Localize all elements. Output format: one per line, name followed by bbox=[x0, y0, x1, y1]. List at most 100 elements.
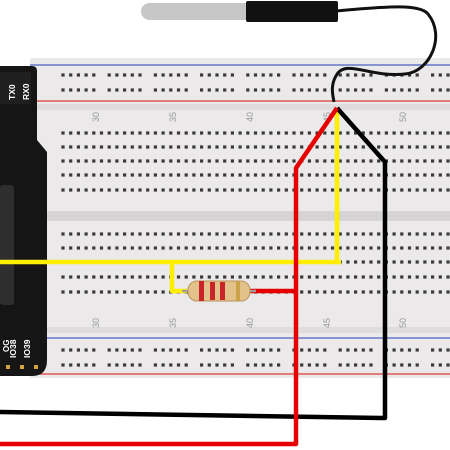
breadboard-hole bbox=[446, 348, 450, 352]
breadboard-hole bbox=[415, 131, 419, 135]
breadboard-hole bbox=[423, 290, 427, 294]
breadboard-hole bbox=[354, 260, 358, 264]
black-wire bbox=[0, 106, 388, 421]
breadboard-hole bbox=[238, 145, 242, 149]
probe-cable bbox=[330, 5, 438, 103]
breadboard-hole bbox=[123, 73, 127, 77]
breadboard-hole bbox=[277, 232, 281, 236]
breadboard-hole bbox=[69, 246, 73, 250]
breadboard-hole bbox=[230, 348, 234, 352]
breadboard-hole bbox=[330, 246, 335, 250]
breadboard-hole bbox=[392, 290, 396, 294]
breadboard-hole bbox=[92, 188, 96, 192]
breadboard-hole bbox=[338, 348, 342, 352]
breadboard-hole bbox=[130, 246, 134, 250]
breadboard-hole bbox=[107, 363, 111, 367]
breadboard-hole bbox=[315, 159, 319, 163]
breadboard-hole bbox=[153, 275, 157, 279]
breadboard-hole bbox=[300, 188, 304, 192]
breadboard-hole bbox=[107, 188, 111, 192]
breadboard-hole bbox=[392, 145, 396, 149]
breadboard-hole bbox=[438, 260, 442, 264]
breadboard-hole bbox=[223, 73, 227, 77]
breadboard-hole bbox=[446, 173, 450, 177]
breadboard-hole bbox=[392, 159, 396, 163]
breadboard-hole bbox=[130, 73, 134, 77]
resistor-band-1 bbox=[199, 281, 204, 301]
breadboard-hole bbox=[323, 145, 327, 149]
resistor-band-2 bbox=[210, 282, 215, 300]
breadboard-hole bbox=[292, 131, 296, 135]
breadboard-hole bbox=[161, 159, 165, 163]
breadboard-hole bbox=[184, 246, 188, 250]
breadboard-hole bbox=[138, 145, 142, 149]
breadboard-hole bbox=[92, 88, 96, 92]
temperature-probe bbox=[141, 1, 438, 103]
breadboard-hole bbox=[431, 159, 435, 163]
breadboard-hole bbox=[107, 275, 111, 279]
breadboard-hole bbox=[230, 145, 234, 149]
breadboard-hole bbox=[323, 232, 327, 236]
breadboard-hole bbox=[115, 173, 119, 177]
breadboard-hole bbox=[169, 246, 173, 250]
breadboard-hole bbox=[246, 348, 250, 352]
breadboard-hole bbox=[361, 260, 365, 264]
breadboard-hole bbox=[230, 173, 234, 177]
breadboard-hole bbox=[153, 159, 157, 163]
breadboard-hole bbox=[315, 73, 319, 77]
breadboard-hole bbox=[138, 131, 142, 135]
breadboard-hole bbox=[223, 363, 227, 367]
breadboard-hole bbox=[215, 173, 219, 177]
breadboard-hole bbox=[92, 159, 96, 163]
breadboard-hole bbox=[415, 290, 419, 294]
breadboard-hole bbox=[61, 290, 65, 294]
breadboard-hole bbox=[415, 173, 419, 177]
breadboard-hole bbox=[338, 275, 342, 279]
breadboard-hole bbox=[161, 188, 165, 192]
breadboard-hole bbox=[407, 232, 412, 236]
breadboard-hole bbox=[361, 131, 365, 135]
breadboard-hole bbox=[300, 246, 304, 250]
breadboard-hole bbox=[69, 173, 73, 177]
breadboard-hole bbox=[438, 290, 442, 294]
breadboard-hole bbox=[253, 232, 258, 236]
breadboard-hole bbox=[361, 173, 365, 177]
breadboard-hole bbox=[69, 73, 73, 77]
breadboard-hole bbox=[246, 131, 250, 135]
breadboard-hole bbox=[369, 260, 373, 264]
breadboard-hole bbox=[369, 290, 373, 294]
breadboard-hole bbox=[338, 173, 342, 177]
breadboard-hole bbox=[446, 246, 450, 250]
breadboard-hole bbox=[400, 131, 404, 135]
breadboard-hole bbox=[431, 188, 435, 192]
breadboard-hole bbox=[315, 173, 319, 177]
breadboard-hole bbox=[200, 159, 204, 163]
breadboard-hole bbox=[315, 188, 319, 192]
breadboard-hole bbox=[246, 73, 250, 77]
breadboard-hole bbox=[431, 275, 435, 279]
breadboard-hole bbox=[115, 275, 119, 279]
breadboard-hole bbox=[246, 88, 250, 92]
breadboard-hole bbox=[361, 275, 365, 279]
breadboard-hole bbox=[223, 188, 227, 192]
breadboard-hole bbox=[338, 246, 342, 250]
rail-separator-top bbox=[30, 104, 450, 110]
breadboard-hole bbox=[400, 159, 404, 163]
breadboard-hole bbox=[176, 159, 181, 163]
breadboard-hole bbox=[431, 363, 435, 367]
breadboard-hole bbox=[230, 188, 234, 192]
breadboard-hole bbox=[153, 73, 157, 77]
breadboard-hole bbox=[192, 173, 196, 177]
breadboard-hole bbox=[423, 260, 427, 264]
board-pin bbox=[20, 365, 24, 369]
breadboard-hole bbox=[323, 73, 327, 77]
breadboard-hole bbox=[200, 73, 204, 77]
breadboard-hole bbox=[253, 145, 258, 149]
breadboard-hole bbox=[123, 88, 127, 92]
breadboard-hole bbox=[107, 145, 111, 149]
breadboard-hole bbox=[69, 363, 73, 367]
breadboard-hole bbox=[369, 363, 373, 367]
breadboard-hole bbox=[369, 232, 373, 236]
breadboard-hole bbox=[277, 246, 281, 250]
column-number: 40 bbox=[245, 112, 255, 122]
